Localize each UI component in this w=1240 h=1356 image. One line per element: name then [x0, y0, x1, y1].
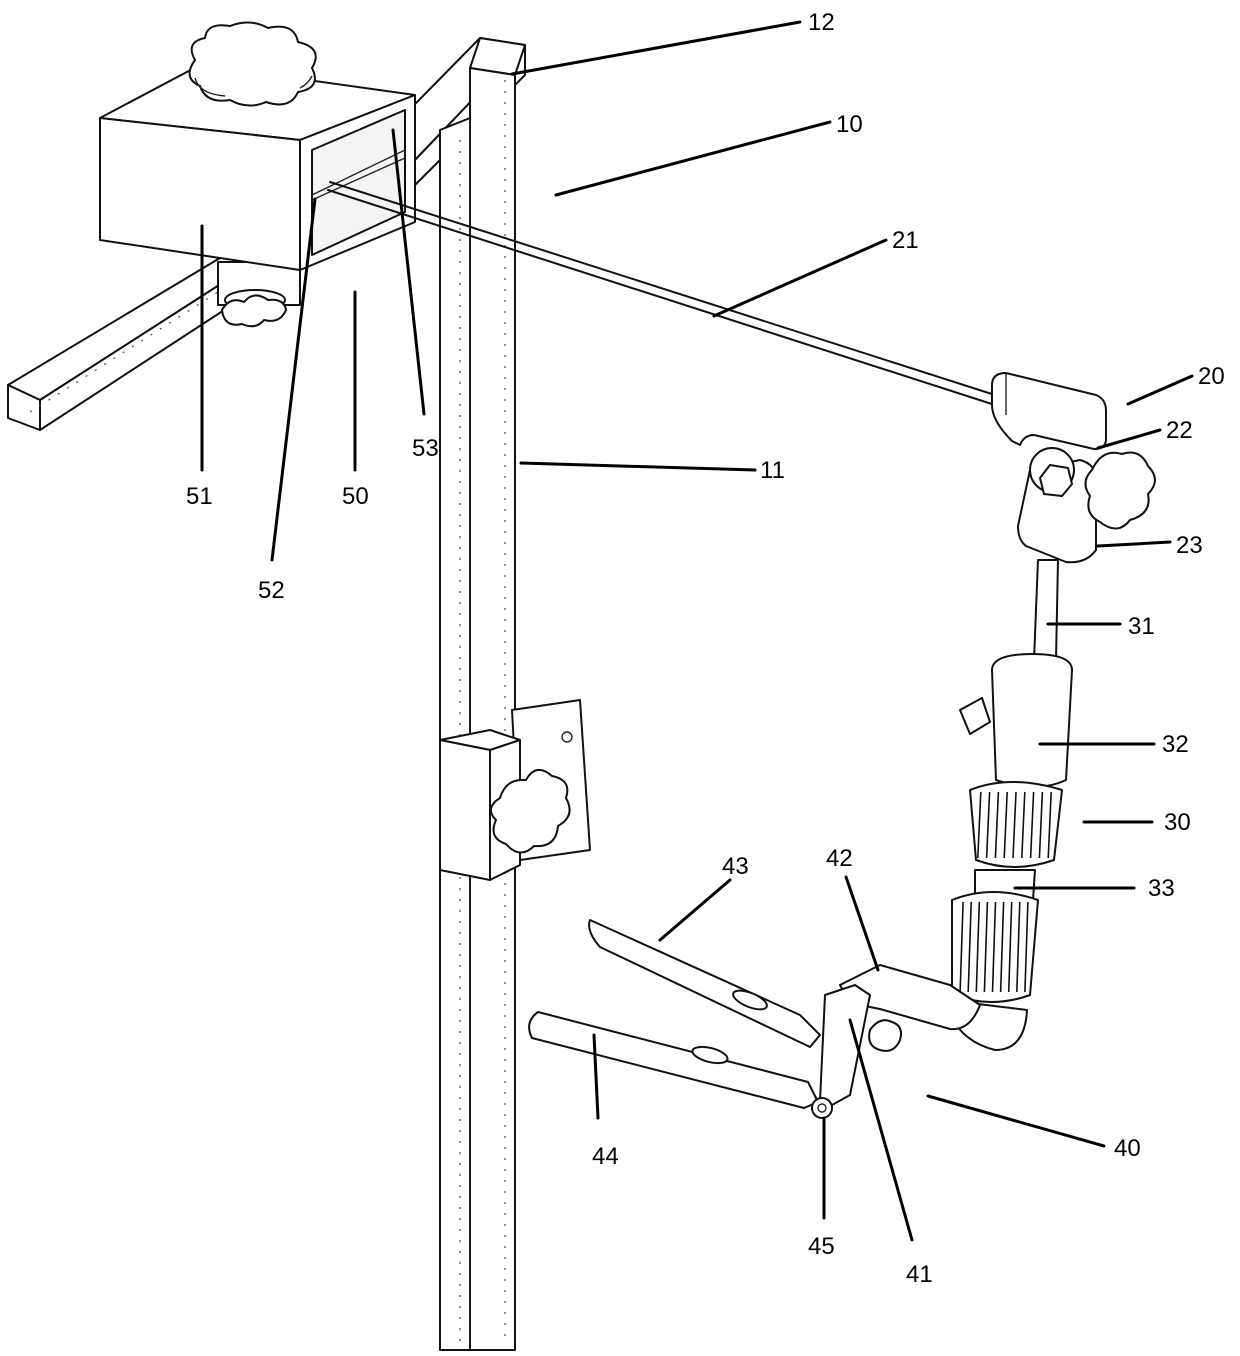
column-30: [945, 560, 1072, 1050]
label-11: 11: [760, 457, 785, 484]
label-33: 33: [1148, 875, 1175, 902]
label-22: 22: [1166, 417, 1193, 444]
head-knob: [1085, 453, 1155, 529]
label-40: 40: [1114, 1135, 1141, 1162]
label-12: 12: [808, 9, 835, 36]
label-42: 42: [826, 845, 853, 872]
label-30: 30: [1164, 809, 1191, 836]
label-51: 51: [186, 483, 213, 510]
vertical-post: [440, 38, 525, 1350]
label-52: 52: [258, 577, 285, 604]
top-knob: [190, 22, 316, 105]
label-31: 31: [1128, 613, 1155, 640]
lower-knob: [222, 290, 286, 326]
label-44: 44: [592, 1143, 619, 1170]
label-20: 20: [1198, 363, 1225, 390]
label-45: 45: [808, 1233, 835, 1260]
label-32: 32: [1162, 731, 1189, 758]
label-21: 21: [892, 227, 919, 254]
label-41: 41: [906, 1261, 933, 1288]
rod-21: [328, 182, 995, 405]
label-43: 43: [722, 853, 749, 880]
label-53: 53: [412, 435, 439, 462]
label-23: 23: [1176, 532, 1203, 559]
label-10: 10: [836, 111, 863, 138]
label-50: 50: [342, 483, 369, 510]
clamp-box: [100, 22, 415, 326]
